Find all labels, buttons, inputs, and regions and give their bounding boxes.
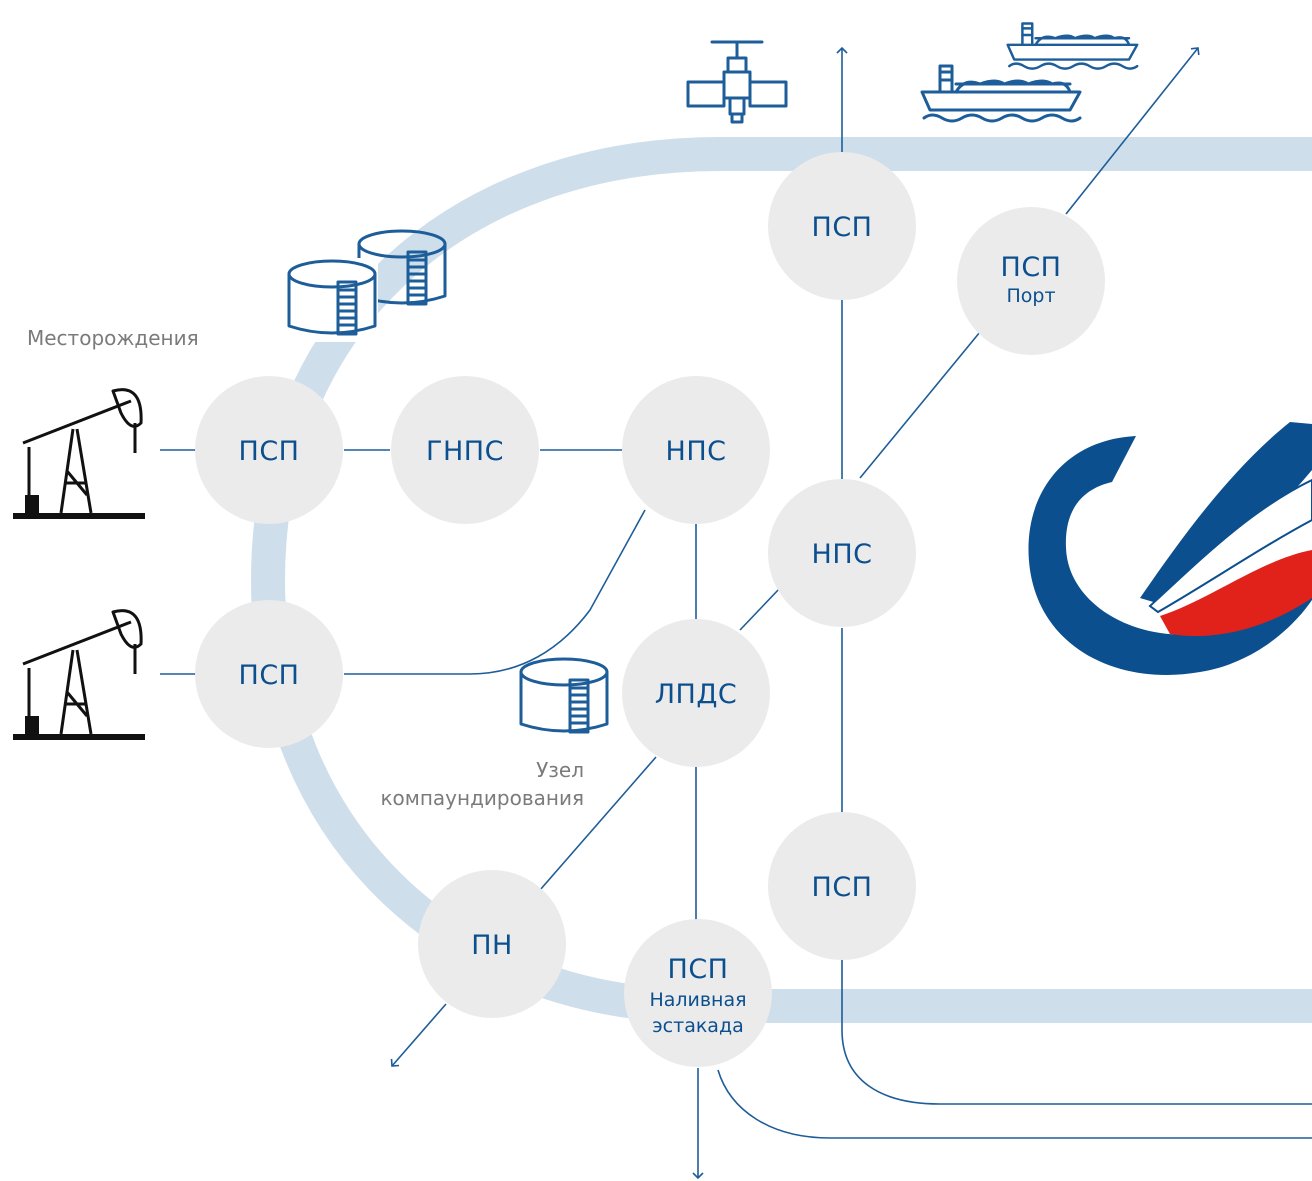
- node-psp-top: ПСП: [768, 152, 916, 300]
- node-psp-lower: ПСП: [768, 812, 916, 960]
- oil-pump-icon: [11, 609, 147, 742]
- node-label: ПСП: [812, 872, 873, 903]
- node-label: ПСП: [812, 212, 873, 243]
- node-psp-port: ПСП Порт: [957, 207, 1105, 355]
- node-nps-left: НПС: [622, 376, 770, 524]
- node-gnps: ГНПС: [391, 376, 539, 524]
- node-nps-right: НПС: [768, 479, 916, 627]
- node-sublabel: Порт: [1006, 285, 1055, 307]
- tanker-ship-icon: [920, 64, 1082, 123]
- node-label: ПСП: [1001, 252, 1062, 283]
- node-label: НПС: [812, 539, 873, 570]
- storage-tank-icon: [519, 657, 609, 734]
- storage-tank-icon: [286, 258, 378, 342]
- node-label: ПН: [471, 930, 513, 961]
- node-label: ПСП: [239, 660, 300, 691]
- tanker-ship-icon: [1006, 22, 1139, 70]
- node-pn: ПН: [418, 870, 566, 1018]
- flow-lines: [160, 46, 1312, 1180]
- node-label: ЛПДС: [655, 679, 738, 710]
- blending-caption-line1: Узел: [536, 758, 584, 782]
- node-sublabel: эстакада: [652, 1015, 743, 1037]
- logo-emblem: [1028, 422, 1312, 675]
- fields-caption: Месторождения: [27, 326, 199, 350]
- node-label: ПСП: [668, 954, 729, 985]
- node-sublabel: Наливная: [649, 989, 746, 1011]
- valve-icon: [686, 40, 788, 124]
- node-psp-terminal: ПСП Наливная эстакада: [624, 919, 772, 1067]
- node-label: НПС: [666, 436, 727, 467]
- node-label: ГНПС: [426, 436, 504, 467]
- node-label: ПСП: [239, 436, 300, 467]
- oil-pump-icon: [11, 388, 147, 521]
- node-psp-field-top: ПСП: [195, 376, 343, 524]
- node-psp-field-bottom: ПСП: [195, 600, 343, 748]
- node-lpds: ЛПДС: [622, 619, 770, 767]
- blending-caption-line2: компаундирования: [380, 786, 584, 810]
